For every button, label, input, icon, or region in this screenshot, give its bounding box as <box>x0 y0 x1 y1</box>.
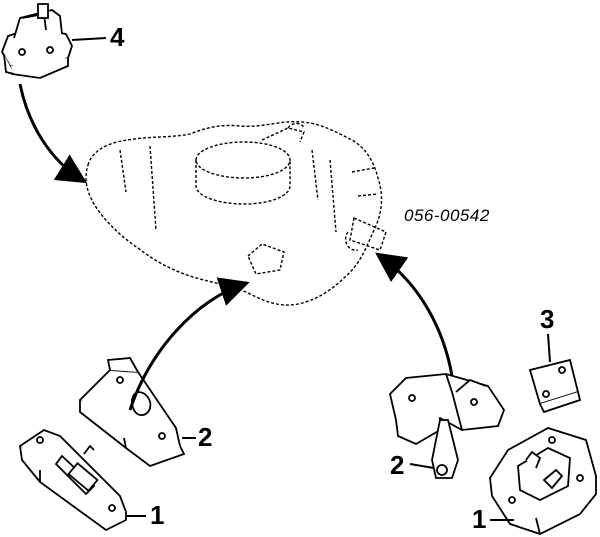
engine-block-outline <box>85 120 387 306</box>
callout-leader-3 <box>547 333 551 363</box>
left-engine-bracket <box>78 357 186 468</box>
arrow-left-bracket <box>128 277 250 411</box>
top-engine-mount <box>1 3 73 79</box>
arrow-top-mount <box>18 83 88 184</box>
callout-3: 3 <box>540 304 555 334</box>
right-engine-bracket <box>389 373 506 479</box>
callout-leader-2-right <box>409 463 435 469</box>
right-mount-insulator <box>488 427 598 535</box>
callout-1-left: 1 <box>150 500 165 530</box>
callout-leader-4 <box>71 37 107 41</box>
callout-4: 4 <box>110 22 125 52</box>
arrow-right-bracket <box>375 252 454 377</box>
left-mount-insulator <box>18 428 128 532</box>
small-mount-bracket <box>528 358 582 414</box>
callout-1-right: 1 <box>472 504 487 534</box>
callout-2-left: 2 <box>198 422 213 452</box>
callout-2-right: 2 <box>390 450 405 480</box>
part-number-label: 056-00542 <box>404 206 490 225</box>
